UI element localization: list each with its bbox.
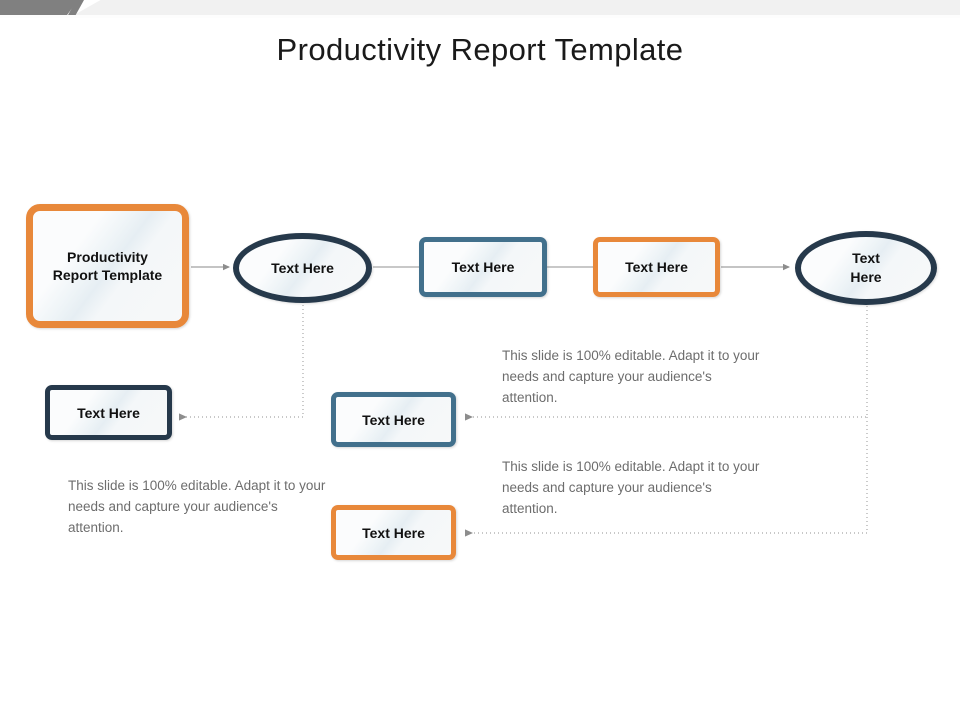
node-rect-1[interactable]: Text Here [419,237,547,297]
node-rect-3-label: Text Here [77,404,140,421]
node-ellipse-1-label: Text Here [271,260,334,276]
decorative-gray-block [0,0,78,15]
node-rect-1-label: Text Here [451,259,515,275]
node-ellipse-2[interactable]: Text Here [795,231,937,305]
node-rect-5-label: Text Here [362,524,425,541]
decorative-underline [0,15,960,18]
description-text-top-right: This slide is 100% editable. Adapt it to… [502,348,760,405]
node-rect-5[interactable]: Text Here [331,505,456,560]
page-title: Productivity Report Template [276,32,684,67]
node-rect-2[interactable]: Text Here [593,237,720,297]
node-rect-3[interactable]: Text Here [45,385,172,440]
description-text-mid-right: This slide is 100% editable. Adapt it to… [502,459,760,516]
node-rect-2-label: Text Here [625,259,688,275]
decorative-light-bar [74,0,960,15]
description-text-left: This slide is 100% editable. Adapt it to… [68,478,326,535]
node-ellipse-2-label: Text Here [850,250,882,285]
connector-ellipse1-down-to-rect3 [179,305,304,421]
node-rect-4-label: Text Here [362,411,425,428]
node-rect-4[interactable]: Text Here [331,392,456,447]
top-decorative-bar [0,0,960,18]
node-ellipse-1[interactable]: Text Here [233,233,372,303]
node-root-label: Productivity Report Template [52,249,163,283]
node-productivity-report-template[interactable]: Productivity Report Template [26,204,189,328]
